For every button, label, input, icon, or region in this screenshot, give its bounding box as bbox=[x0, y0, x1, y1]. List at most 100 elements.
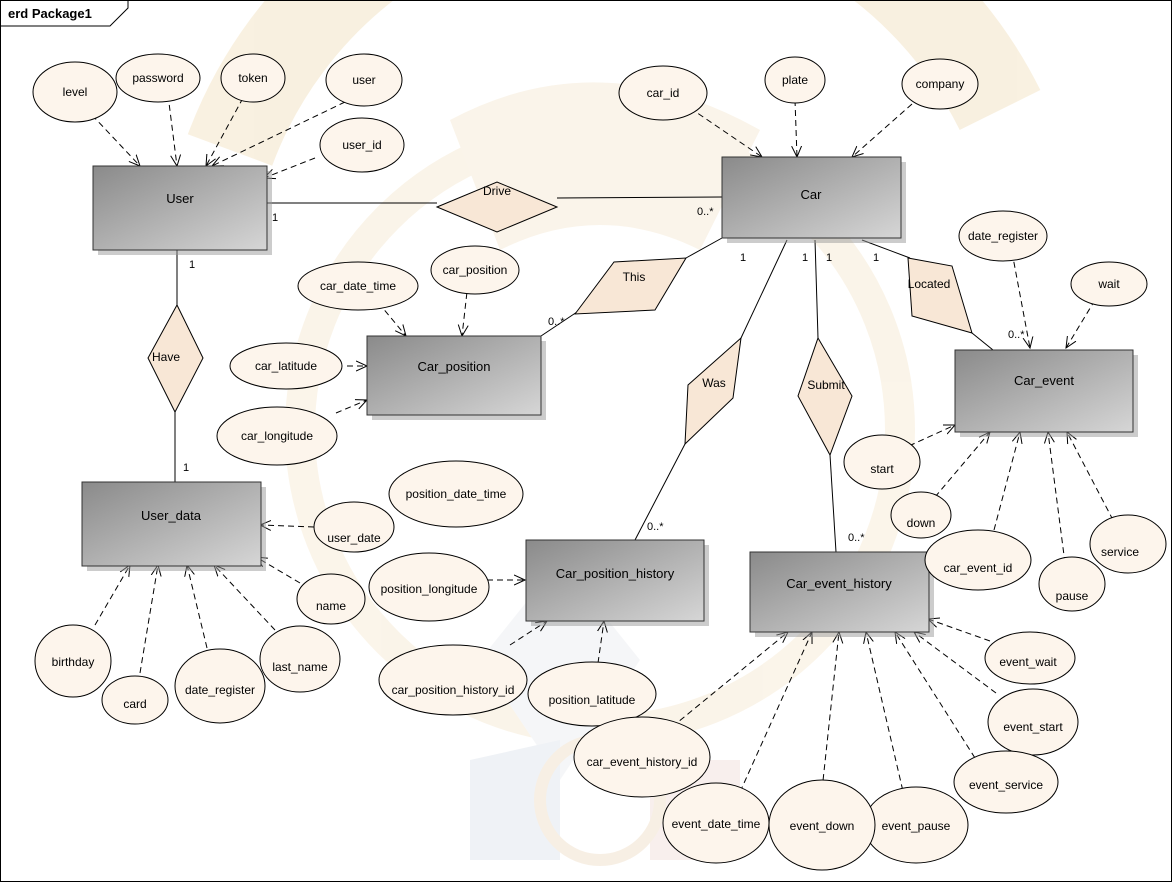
attribute-label: pause bbox=[1056, 589, 1089, 603]
attribute-car-id[interactable]: car_id bbox=[618, 65, 708, 121]
attribute-label: date_register bbox=[968, 229, 1038, 243]
entity-car[interactable]: Car bbox=[721, 156, 906, 243]
attribute-event-down[interactable]: event_down bbox=[768, 779, 876, 871]
attribute-event-pause[interactable]: event_pause bbox=[863, 786, 969, 864]
attribute-token[interactable]: token bbox=[220, 53, 286, 103]
attribute-label: position_date_time bbox=[406, 487, 507, 501]
attribute-label: event_start bbox=[1003, 720, 1063, 734]
attribute-name[interactable]: name bbox=[296, 573, 366, 625]
attribute-position-date-time[interactable]: position_date_time bbox=[388, 460, 524, 528]
package-title: erd Package1 bbox=[8, 6, 92, 21]
attributes: level password token user user_id car_id… bbox=[32, 53, 1167, 871]
entity-user-data[interactable]: User_data bbox=[81, 481, 266, 571]
entity-label: Car_event_history bbox=[786, 576, 892, 591]
cardinality-label: 1 bbox=[183, 462, 189, 474]
entity-car-event-history[interactable]: Car_event_history bbox=[749, 551, 934, 637]
relationship-drive[interactable]: Drive bbox=[435, 181, 559, 233]
attribute-car-longitude[interactable]: car_longitude bbox=[216, 406, 338, 466]
attribute-label: car_event_id bbox=[944, 561, 1013, 575]
attribute-label: user_id bbox=[342, 138, 381, 152]
attribute-date-register-event[interactable]: date_register bbox=[958, 210, 1048, 262]
attribute-event-date-time[interactable]: event_date_time bbox=[662, 782, 770, 864]
attribute-label: event_date_time bbox=[672, 817, 761, 831]
attribute-car-position-history-id[interactable]: car_position_history_id bbox=[378, 644, 528, 716]
entity-label: Car_event bbox=[1014, 373, 1074, 388]
attribute-label: car_latitude bbox=[255, 359, 317, 373]
cardinality-label: 0..* bbox=[647, 521, 664, 533]
cardinality-label: 0..* bbox=[548, 316, 565, 328]
attribute-service[interactable]: service bbox=[1089, 514, 1167, 574]
attribute-label: car_position bbox=[443, 263, 508, 277]
attribute-label: car_date_time bbox=[320, 279, 396, 293]
relationship-label: Drive bbox=[483, 184, 511, 198]
attribute-label: password bbox=[132, 71, 183, 85]
attribute-pause[interactable]: pause bbox=[1038, 556, 1106, 612]
attribute-label: company bbox=[916, 77, 965, 91]
attribute-label: card bbox=[123, 697, 146, 711]
relationship-label: Submit bbox=[807, 378, 845, 392]
cardinality-label: 0..* bbox=[697, 206, 714, 218]
attribute-label: plate bbox=[782, 73, 808, 87]
attribute-position-latitude[interactable]: position_latitude bbox=[527, 661, 657, 727]
attribute-label: token bbox=[238, 71, 267, 85]
relationship-lines bbox=[174, 196, 994, 553]
attribute-birthday[interactable]: birthday bbox=[34, 624, 112, 698]
attribute-event-wait[interactable]: event_wait bbox=[984, 631, 1076, 685]
entity-user[interactable]: User bbox=[92, 165, 272, 255]
relationship-label: This bbox=[623, 270, 646, 284]
relationship-this[interactable]: This bbox=[573, 257, 687, 315]
attribute-last-name[interactable]: last_name bbox=[259, 625, 341, 693]
cardinality-label: 1 bbox=[272, 212, 278, 224]
attribute-label: wait bbox=[1097, 277, 1120, 291]
entity-label: User_data bbox=[141, 508, 202, 523]
attribute-plate[interactable]: plate bbox=[764, 56, 826, 104]
attribute-level[interactable]: level bbox=[32, 61, 118, 123]
cardinality-label: 0..* bbox=[848, 532, 865, 544]
attribute-user-id[interactable]: user_id bbox=[319, 117, 405, 173]
entity-car-event[interactable]: Car_event bbox=[954, 349, 1138, 437]
attribute-password[interactable]: password bbox=[115, 53, 201, 103]
attribute-label: user_date bbox=[327, 531, 381, 545]
attribute-label: car_longitude bbox=[241, 429, 313, 443]
entity-label: Car_position bbox=[418, 359, 491, 374]
cardinality-label: 1 bbox=[740, 252, 746, 264]
attribute-car-event-id[interactable]: car_event_id bbox=[924, 529, 1032, 591]
attribute-down[interactable]: down bbox=[890, 491, 952, 539]
attribute-wait[interactable]: wait bbox=[1070, 261, 1148, 307]
entity-car-position[interactable]: Car_position bbox=[366, 335, 546, 420]
entity-label: Car bbox=[801, 187, 823, 202]
attribute-event-start[interactable]: event_start bbox=[987, 688, 1079, 756]
relationship-located[interactable]: Located bbox=[907, 257, 973, 334]
cardinality-label: 1 bbox=[189, 259, 195, 271]
attribute-label: down bbox=[907, 516, 936, 530]
attribute-car-date-time[interactable]: car_date_time bbox=[297, 261, 419, 311]
attribute-user[interactable]: user bbox=[325, 53, 403, 107]
attribute-car-position[interactable]: car_position bbox=[430, 245, 520, 295]
attribute-user-date[interactable]: user_date bbox=[313, 501, 395, 553]
cardinalities: 1 0..* 1 1 1 0..* 1 1 1 0..* 0..* 0..* bbox=[183, 206, 1025, 544]
entity-label: User bbox=[166, 191, 194, 206]
attribute-label: level bbox=[63, 85, 88, 99]
relationship-label: Have bbox=[152, 350, 180, 364]
attribute-label: event_wait bbox=[999, 655, 1057, 669]
attribute-card[interactable]: card bbox=[101, 675, 169, 725]
attribute-label: service bbox=[1101, 545, 1139, 559]
relationship-submit[interactable]: Submit bbox=[797, 336, 853, 457]
entity-car-position-history[interactable]: Car_position_history bbox=[525, 539, 709, 626]
attribute-event-service[interactable]: event_service bbox=[953, 750, 1059, 814]
attribute-label: birthday bbox=[52, 655, 95, 669]
entity-label: Car_position_history bbox=[556, 566, 675, 581]
relationship-was[interactable]: Was bbox=[684, 336, 742, 446]
attribute-position-longitude[interactable]: position_longitude bbox=[368, 552, 490, 622]
attribute-date-register[interactable]: date_register bbox=[174, 648, 266, 724]
attribute-company[interactable]: company bbox=[901, 58, 979, 110]
attribute-car-latitude[interactable]: car_latitude bbox=[229, 342, 343, 390]
attribute-label: position_longitude bbox=[381, 582, 478, 596]
attribute-car-event-history-id[interactable]: car_event_history_id bbox=[573, 716, 711, 798]
relationship-have[interactable]: Have bbox=[147, 303, 204, 414]
attribute-label: event_service bbox=[969, 778, 1043, 792]
cardinality-label: 0..* bbox=[1008, 329, 1025, 341]
relationship-label: Was bbox=[702, 376, 726, 390]
attribute-start[interactable]: start bbox=[843, 434, 921, 490]
